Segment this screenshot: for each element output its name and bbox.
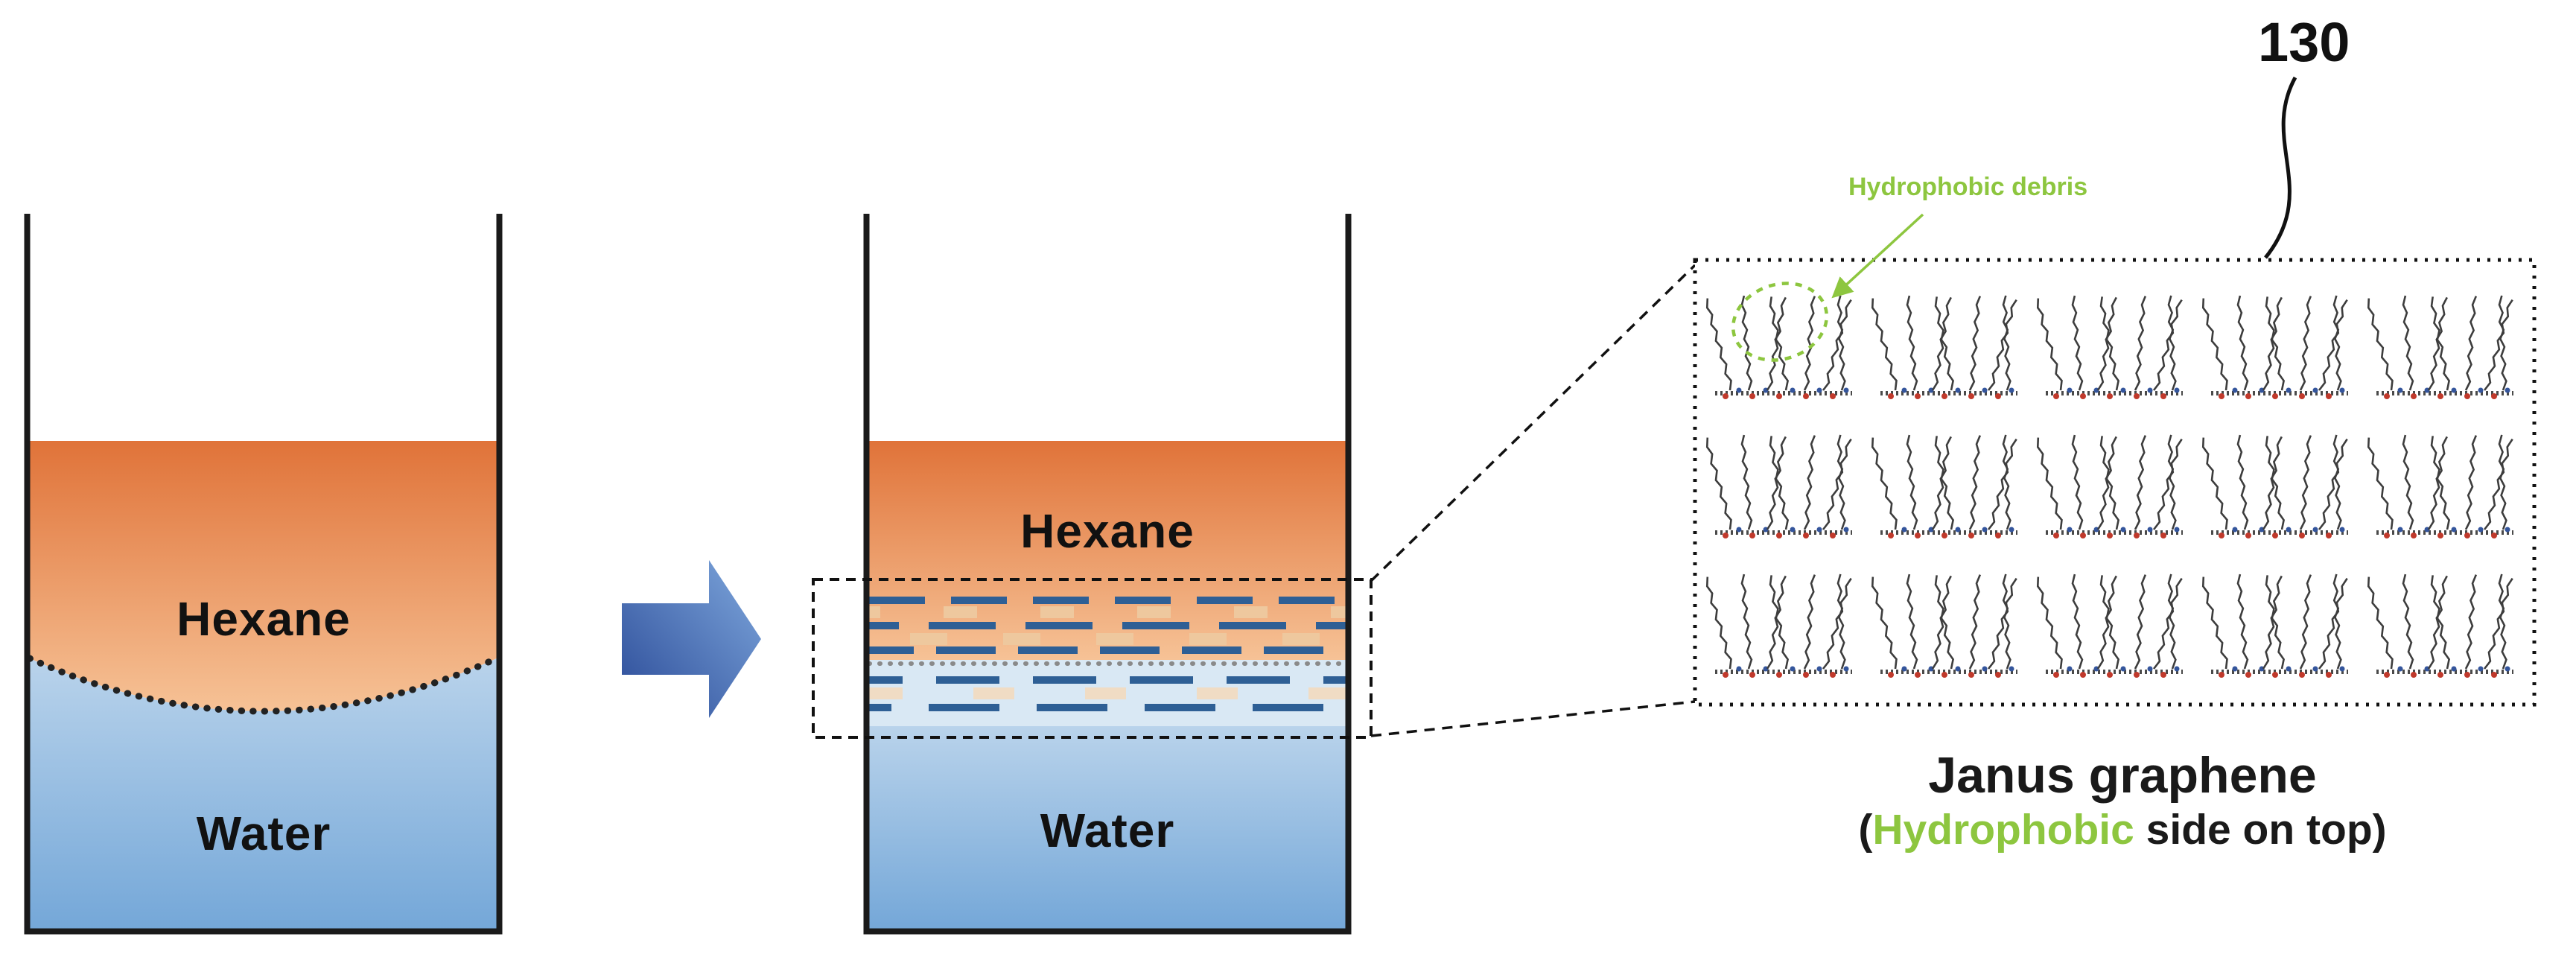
- hexane-label-left: Hexane: [176, 592, 351, 646]
- hexane-label-right: Hexane: [1020, 504, 1195, 558]
- graphene-interface-layers: [867, 597, 1348, 711]
- ref-number-leader-line: [2264, 76, 2297, 259]
- hydrophobic-debris-label: Hydrophobic debris: [1848, 173, 2088, 201]
- water-layer: [869, 726, 1346, 930]
- hexane-layer: [30, 441, 497, 711]
- debris-highlight-ellipse: [1731, 282, 1829, 362]
- beaker-after: [812, 214, 1373, 935]
- beaker-outline: [24, 214, 503, 935]
- zoom-caption: Janus graphene (Hydrophobic side on top): [1728, 746, 2517, 856]
- beaker-initial: [24, 214, 503, 935]
- caption-highlight-hydrophobic: Hydrophobic: [1872, 806, 2134, 854]
- caption-title: Janus graphene: [1928, 747, 2317, 804]
- water-layer: [30, 658, 497, 930]
- water-label-left: Water: [196, 807, 331, 860]
- debris-pointer-arrow: [1831, 213, 1924, 299]
- beaker-outline: [863, 214, 1352, 935]
- water-label-right: Water: [1040, 804, 1175, 857]
- interface-selection-rect: [812, 578, 1373, 739]
- zoom-connector-lines: [1370, 264, 1696, 737]
- caption-suffix: side on top): [2134, 806, 2387, 854]
- caption-subtitle: (Hydrophobic side on top): [1728, 804, 2517, 855]
- ref-number-130: 130: [2258, 11, 2350, 73]
- process-arrow: [622, 560, 761, 718]
- caption-prefix: (: [1858, 806, 1873, 854]
- interface-dotted-curve: [26, 655, 500, 715]
